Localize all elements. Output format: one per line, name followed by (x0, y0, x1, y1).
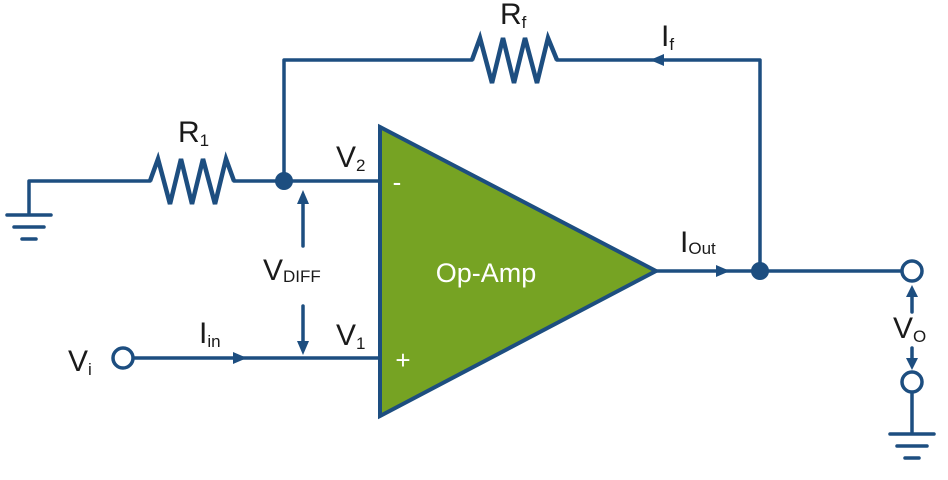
label-v2: V2 (336, 141, 365, 175)
label-rf: Rf (500, 0, 527, 32)
ground-symbol-right (888, 432, 936, 460)
vdiff-up-arrow-icon (297, 190, 309, 204)
vo-down-arrow-icon (906, 358, 918, 370)
label-iout: IOut (680, 226, 716, 259)
wire-feedback-right (555, 58, 762, 273)
terminal-vi (111, 346, 135, 370)
op-amp-triangle (378, 123, 661, 420)
wire-ground-to-r1 (27, 179, 152, 215)
inverting-input-sign: - (393, 167, 402, 197)
label-vo: VO (893, 312, 926, 346)
vdiff-down-arrow-icon (297, 341, 309, 355)
label-iin: Iin (199, 317, 221, 351)
label-vdiff: VDIFF (263, 254, 321, 287)
ground-symbol-left (5, 213, 53, 241)
junction-dot-inverting (275, 172, 293, 190)
terminal-vo-top (900, 259, 924, 283)
iout-arrow-icon (716, 265, 730, 277)
iin-arrow-icon (233, 352, 247, 364)
op-amp-label: Op-Amp (436, 258, 537, 288)
wire-feedback-left (282, 58, 474, 183)
non-inverting-input-sign: + (395, 345, 410, 375)
label-if: If (661, 20, 674, 54)
label-r1: R1 (178, 116, 209, 150)
label-v1: V1 (336, 319, 365, 353)
resistor-r1 (147, 151, 237, 205)
terminal-vo-bottom (900, 370, 924, 394)
label-vi: Vi (68, 345, 92, 379)
junction-dot-output (751, 262, 769, 280)
if-arrow-icon (650, 54, 664, 66)
vo-up-arrow-icon (906, 285, 918, 297)
wires (27, 58, 914, 434)
resistor-rf (469, 30, 560, 84)
